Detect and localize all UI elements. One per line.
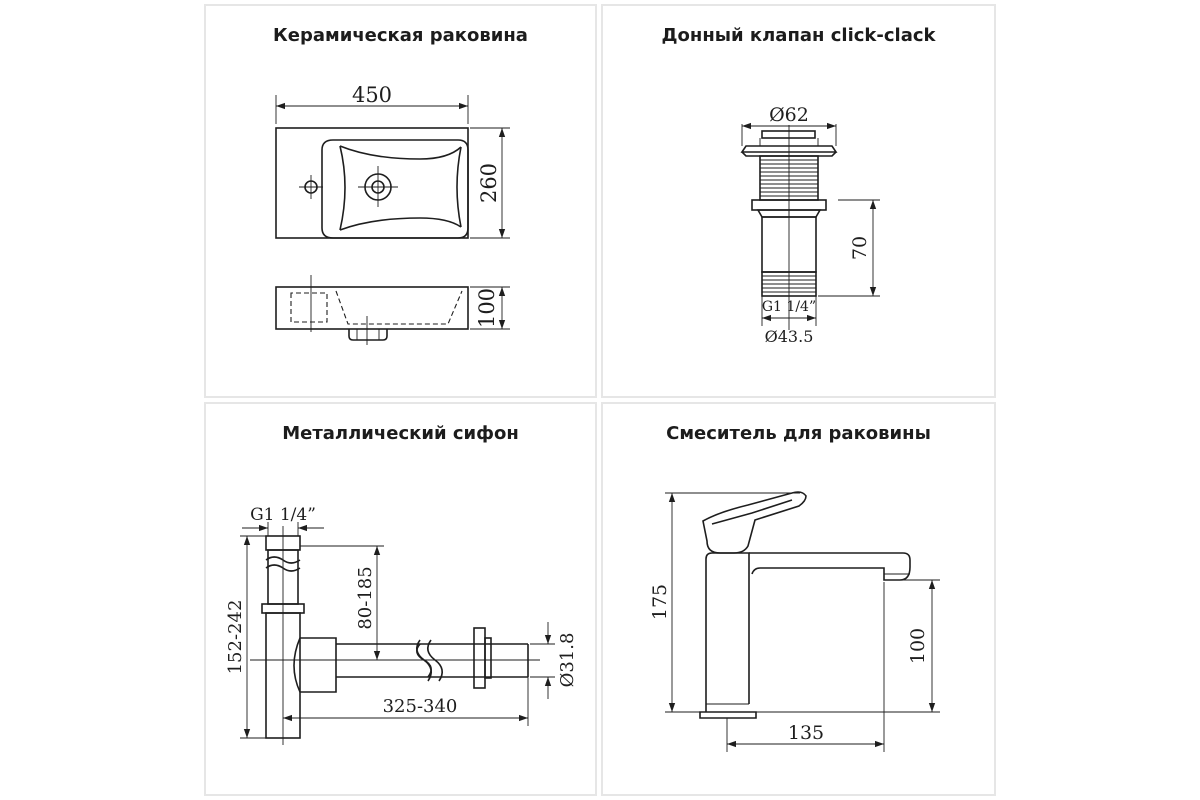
siphon-thread-dimension: G1 1/4” bbox=[242, 505, 324, 536]
siphon-total-height-label: 152-242 bbox=[225, 600, 246, 675]
siphon-thread-label: G1 1/4” bbox=[250, 505, 316, 525]
basin-height-dimension: 100 bbox=[470, 286, 510, 330]
faucet-height-label: 175 bbox=[649, 584, 671, 620]
faucet-spout-height-label: 100 bbox=[907, 628, 929, 664]
valve-thread-dimension: G1 1/4” Ø43.5 bbox=[761, 296, 817, 346]
valve-cap-diameter-label: Ø62 bbox=[769, 104, 809, 126]
basin-depth-dimension: 260 bbox=[470, 127, 510, 239]
valve-drawing bbox=[740, 125, 838, 330]
panel-metal-siphon: Металлический сифон bbox=[204, 402, 597, 796]
panel-ceramic-basin: Керамическая раковина bbox=[204, 4, 597, 398]
faucet-height-dimension: 175 bbox=[649, 492, 800, 713]
valve-body-diameter-label: Ø43.5 bbox=[765, 327, 814, 346]
basin-top-view bbox=[275, 127, 469, 239]
faucet-reach-label: 135 bbox=[788, 722, 824, 744]
siphon-outlet-diameter-label: Ø31.8 bbox=[557, 633, 578, 688]
faucet-drawing bbox=[699, 491, 911, 719]
panel-drain-valve: Донный клапан click-clack bbox=[601, 4, 996, 398]
faucet-spout-height-dimension: 100 bbox=[756, 579, 940, 713]
faucet-reach-dimension: 135 bbox=[726, 582, 885, 752]
siphon-drawing bbox=[250, 526, 540, 745]
siphon-total-height-dimension: 152-242 bbox=[225, 535, 266, 739]
valve-thread-label: G1 1/4” bbox=[762, 299, 816, 315]
siphon-inlet-height-dimension: 80-185 bbox=[300, 545, 384, 660]
valve-height-label: 70 bbox=[849, 236, 871, 260]
basin-side-view bbox=[275, 275, 469, 345]
basin-width-dimension: 450 bbox=[275, 83, 469, 124]
basin-width-label: 450 bbox=[352, 83, 392, 107]
valve-title: Донный клапан click-clack bbox=[661, 25, 936, 46]
siphon-length-dimension: 325-340 bbox=[283, 677, 529, 726]
valve-height-dimension: 70 bbox=[818, 199, 880, 297]
siphon-length-label: 325-340 bbox=[383, 696, 458, 717]
siphon-inlet-height-label: 80-185 bbox=[355, 566, 376, 629]
valve-cap-diameter-dimension: Ø62 bbox=[741, 104, 837, 146]
basin-height-label: 100 bbox=[475, 288, 499, 328]
faucet-title: Смеситель для раковины bbox=[666, 423, 931, 444]
basin-title: Керамическая раковина bbox=[273, 25, 528, 46]
siphon-outlet-diameter-dimension: Ø31.8 bbox=[530, 622, 578, 699]
basin-depth-label: 260 bbox=[477, 163, 501, 203]
siphon-title: Металлический сифон bbox=[282, 423, 519, 444]
